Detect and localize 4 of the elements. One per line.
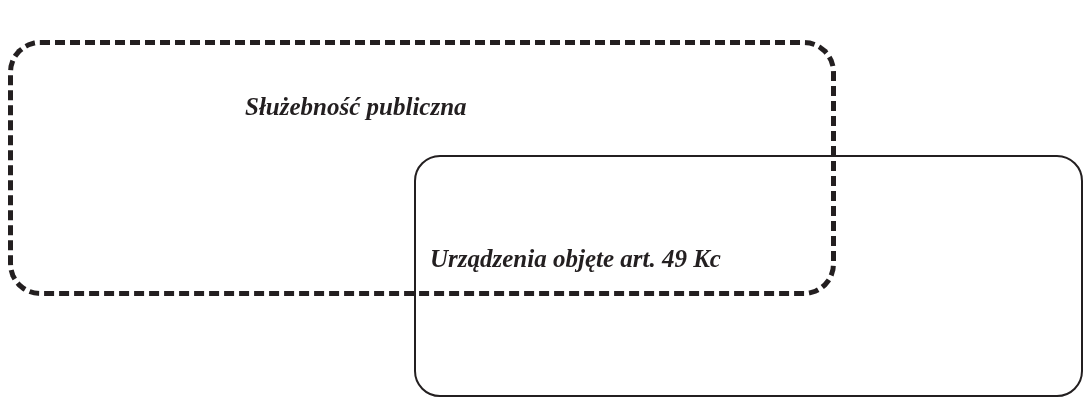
rounded-frame <box>414 155 1083 397</box>
dashed-rounded-frame <box>8 40 836 296</box>
frame-title: Służebność publiczna <box>245 93 467 121</box>
frame-title: Urządzenia objęte art. 49 Kc <box>430 245 721 273</box>
